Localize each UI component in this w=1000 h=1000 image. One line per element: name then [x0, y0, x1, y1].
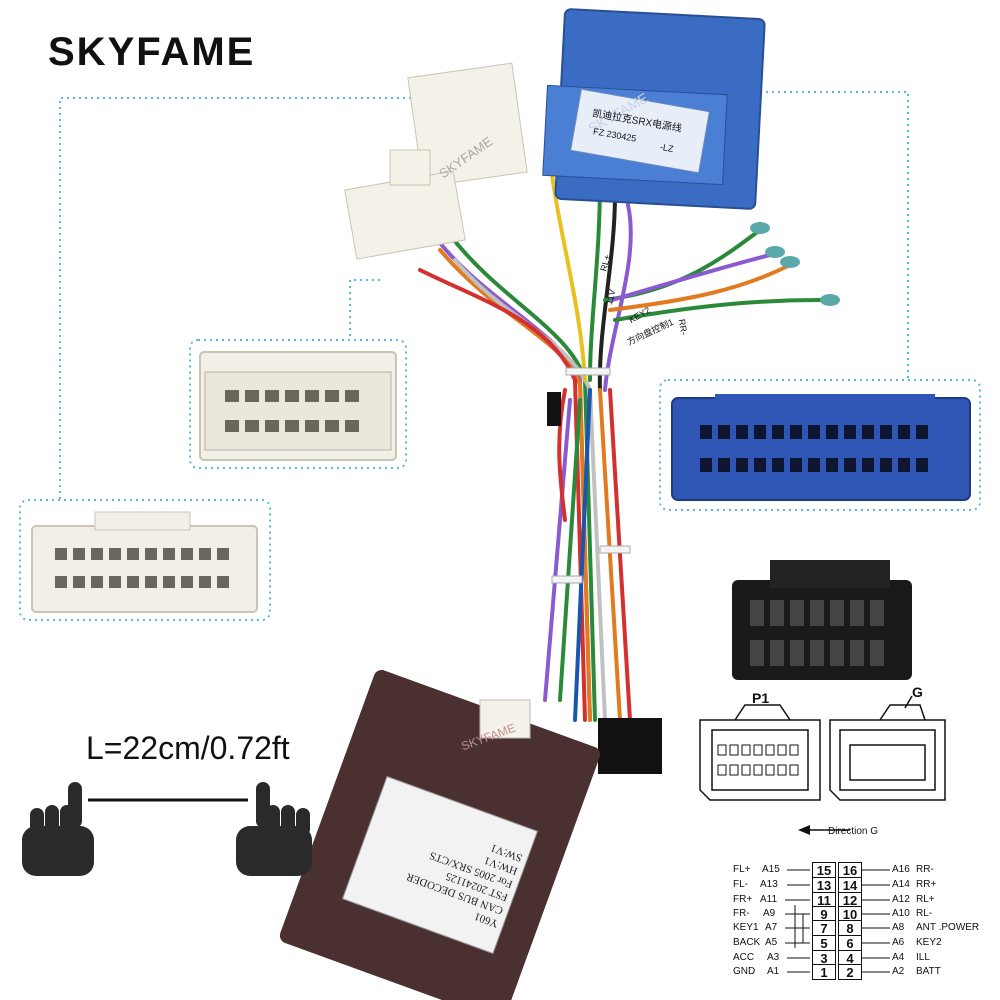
pin-code: A14 — [892, 879, 910, 890]
pin-box: 12 — [838, 892, 862, 908]
pin-name: BATT — [916, 966, 941, 977]
brand-logo: SKYFAME — [48, 30, 256, 74]
pin-code: A13 — [760, 879, 778, 890]
pin-code: A6 — [892, 937, 905, 948]
pin-code: A2 — [892, 966, 905, 977]
pin-box: 14 — [838, 877, 862, 893]
pin-box: 16 — [838, 862, 862, 878]
pin-code: A4 — [892, 952, 905, 963]
pin-code: A11 — [760, 894, 778, 905]
pin-name: RR+ — [916, 879, 937, 890]
g-drawing — [829, 695, 946, 801]
wire-bundle — [418, 158, 822, 722]
pin-name: GND — [733, 966, 756, 977]
pin-name: FR- — [733, 908, 750, 919]
pin-name: RR- — [916, 864, 934, 875]
hand-icon-right — [236, 782, 312, 876]
pin-code: A5 — [765, 937, 778, 948]
pin-code: A3 — [767, 952, 780, 963]
blue-connector-front — [671, 394, 971, 501]
small-black-plug — [547, 392, 561, 426]
pin-name: FL- — [733, 879, 748, 890]
pinout-lines — [785, 869, 890, 973]
black-16pin-connector — [732, 560, 912, 680]
pin-box: 13 — [812, 877, 836, 893]
white-connector-large — [31, 511, 258, 613]
pin-name: FR+ — [733, 894, 753, 905]
pin-name: RL- — [916, 908, 933, 919]
pin-box: 8 — [838, 920, 862, 936]
g-label: G — [912, 684, 923, 700]
pin-name: RL+ — [916, 894, 935, 905]
pin-box: 15 — [812, 862, 836, 878]
pin-name: ANT .POWER — [916, 922, 980, 933]
pin-code: A9 — [763, 908, 776, 919]
pin-code: A15 — [762, 864, 780, 875]
pin-name: ILL — [916, 952, 930, 963]
pin-name: ACC — [733, 952, 755, 963]
pin-code: A12 — [892, 894, 910, 905]
guide-lines — [19, 91, 981, 621]
blue-label-line3: -LZ — [659, 141, 675, 155]
pin-box: 6 — [838, 935, 862, 951]
pin-code: A1 — [767, 966, 780, 977]
direction-arrow — [798, 825, 850, 835]
p1-label: P1 — [752, 690, 770, 706]
p1-drawing — [699, 704, 821, 801]
pin-name: BACK — [733, 937, 761, 948]
direction-label: Direction G — [828, 826, 879, 837]
can-bus-decoder-box — [279, 669, 601, 1000]
pin-box: 5 — [812, 935, 836, 951]
zip-ties — [551, 367, 631, 584]
white-connector-small — [199, 351, 397, 461]
pin-name: KEY1 — [733, 922, 759, 933]
pin-code: A10 — [892, 908, 910, 919]
pin-box: 10 — [838, 906, 862, 922]
harness-iso-plug — [598, 718, 662, 774]
pin-code: A16 — [892, 864, 910, 875]
white-plugs-top — [344, 62, 528, 260]
pin-code: A8 — [892, 922, 905, 933]
pin-box: 2 — [838, 964, 862, 980]
pin-box: 7 — [812, 920, 836, 936]
pin-name: FL+ — [733, 864, 751, 875]
cable-length-label: L=22cm/0.72ft — [86, 730, 290, 766]
blue-connector-top — [542, 8, 766, 210]
wire-terminals — [750, 222, 840, 306]
hand-icon-left — [22, 782, 94, 876]
pin-box: 1 — [812, 964, 836, 980]
pin-name: KEY2 — [916, 937, 942, 948]
pin-code: A7 — [765, 922, 778, 933]
